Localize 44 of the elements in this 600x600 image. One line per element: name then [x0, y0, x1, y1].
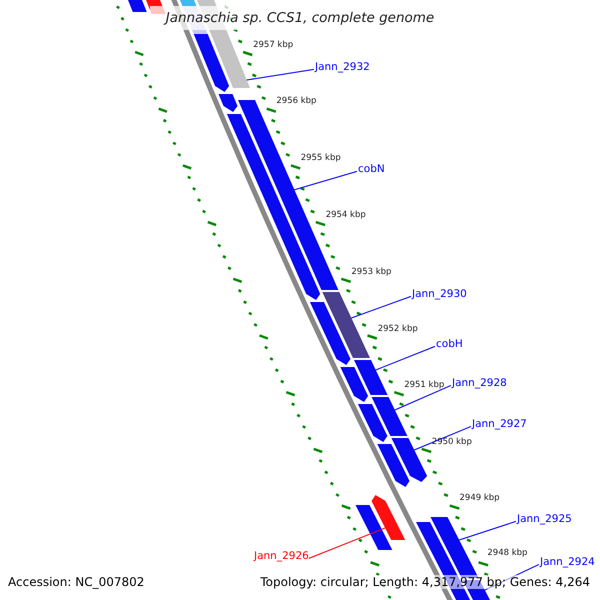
- gene-feature: [310, 302, 350, 365]
- gene-label: Jann_2928: [452, 377, 507, 389]
- gene-label: cobN: [358, 163, 385, 175]
- leader-line: [414, 426, 472, 450]
- leader-line: [293, 170, 358, 190]
- scale-label: 2949 kbp: [460, 493, 500, 503]
- leader-line: [394, 384, 452, 410]
- gene-feature: [377, 444, 410, 487]
- gene-label: cobH: [436, 338, 463, 350]
- gene-label: Jann_2924: [540, 556, 595, 568]
- leader-line: [484, 564, 540, 590]
- scale-label: 2956 kbp: [276, 96, 316, 106]
- gene-feature: [372, 495, 406, 540]
- gene-label: Jann_2926: [254, 550, 309, 562]
- gene-feature: [218, 94, 238, 112]
- gene-label: Jann_2925: [517, 513, 572, 525]
- gene-feature: [372, 397, 408, 436]
- gene-feature: [356, 505, 392, 550]
- scale-label: 2954 kbp: [326, 210, 366, 220]
- gene-feature: [340, 367, 368, 402]
- gene-feature: [194, 34, 230, 92]
- leader-line: [350, 296, 412, 318]
- gene-label: Jann_2930: [412, 288, 467, 300]
- gene-label: Jann_2932: [315, 61, 370, 73]
- scale-label: 2950 kbp: [432, 437, 472, 447]
- scale-label: 2957 kbp: [253, 40, 294, 50]
- scale-label: 2951 kbp: [404, 380, 444, 390]
- gene-feature: [226, 114, 320, 300]
- gene-feature: [354, 360, 388, 395]
- leader-line: [308, 528, 386, 559]
- gene-feature: [322, 292, 370, 358]
- scale-label: 2952 kbp: [378, 324, 418, 334]
- genome-info-text: Topology: circular; Length: 4,317,977 bp; Genes: 4,264: [260, 575, 590, 589]
- gene-feature: [358, 404, 388, 442]
- gene-label: Jann_2927: [472, 418, 527, 430]
- leader-line: [458, 520, 516, 540]
- scale-label: 2955 kbp: [300, 153, 341, 163]
- scale-label: 2953 kbp: [351, 267, 392, 277]
- gene-feature: [391, 438, 428, 482]
- leader-line: [375, 346, 436, 370]
- gene-feature: [430, 517, 479, 578]
- leader-line: [246, 68, 314, 80]
- accession-text: Accession: NC_007802: [8, 575, 144, 589]
- scale-label: 2948 kbp: [487, 548, 528, 558]
